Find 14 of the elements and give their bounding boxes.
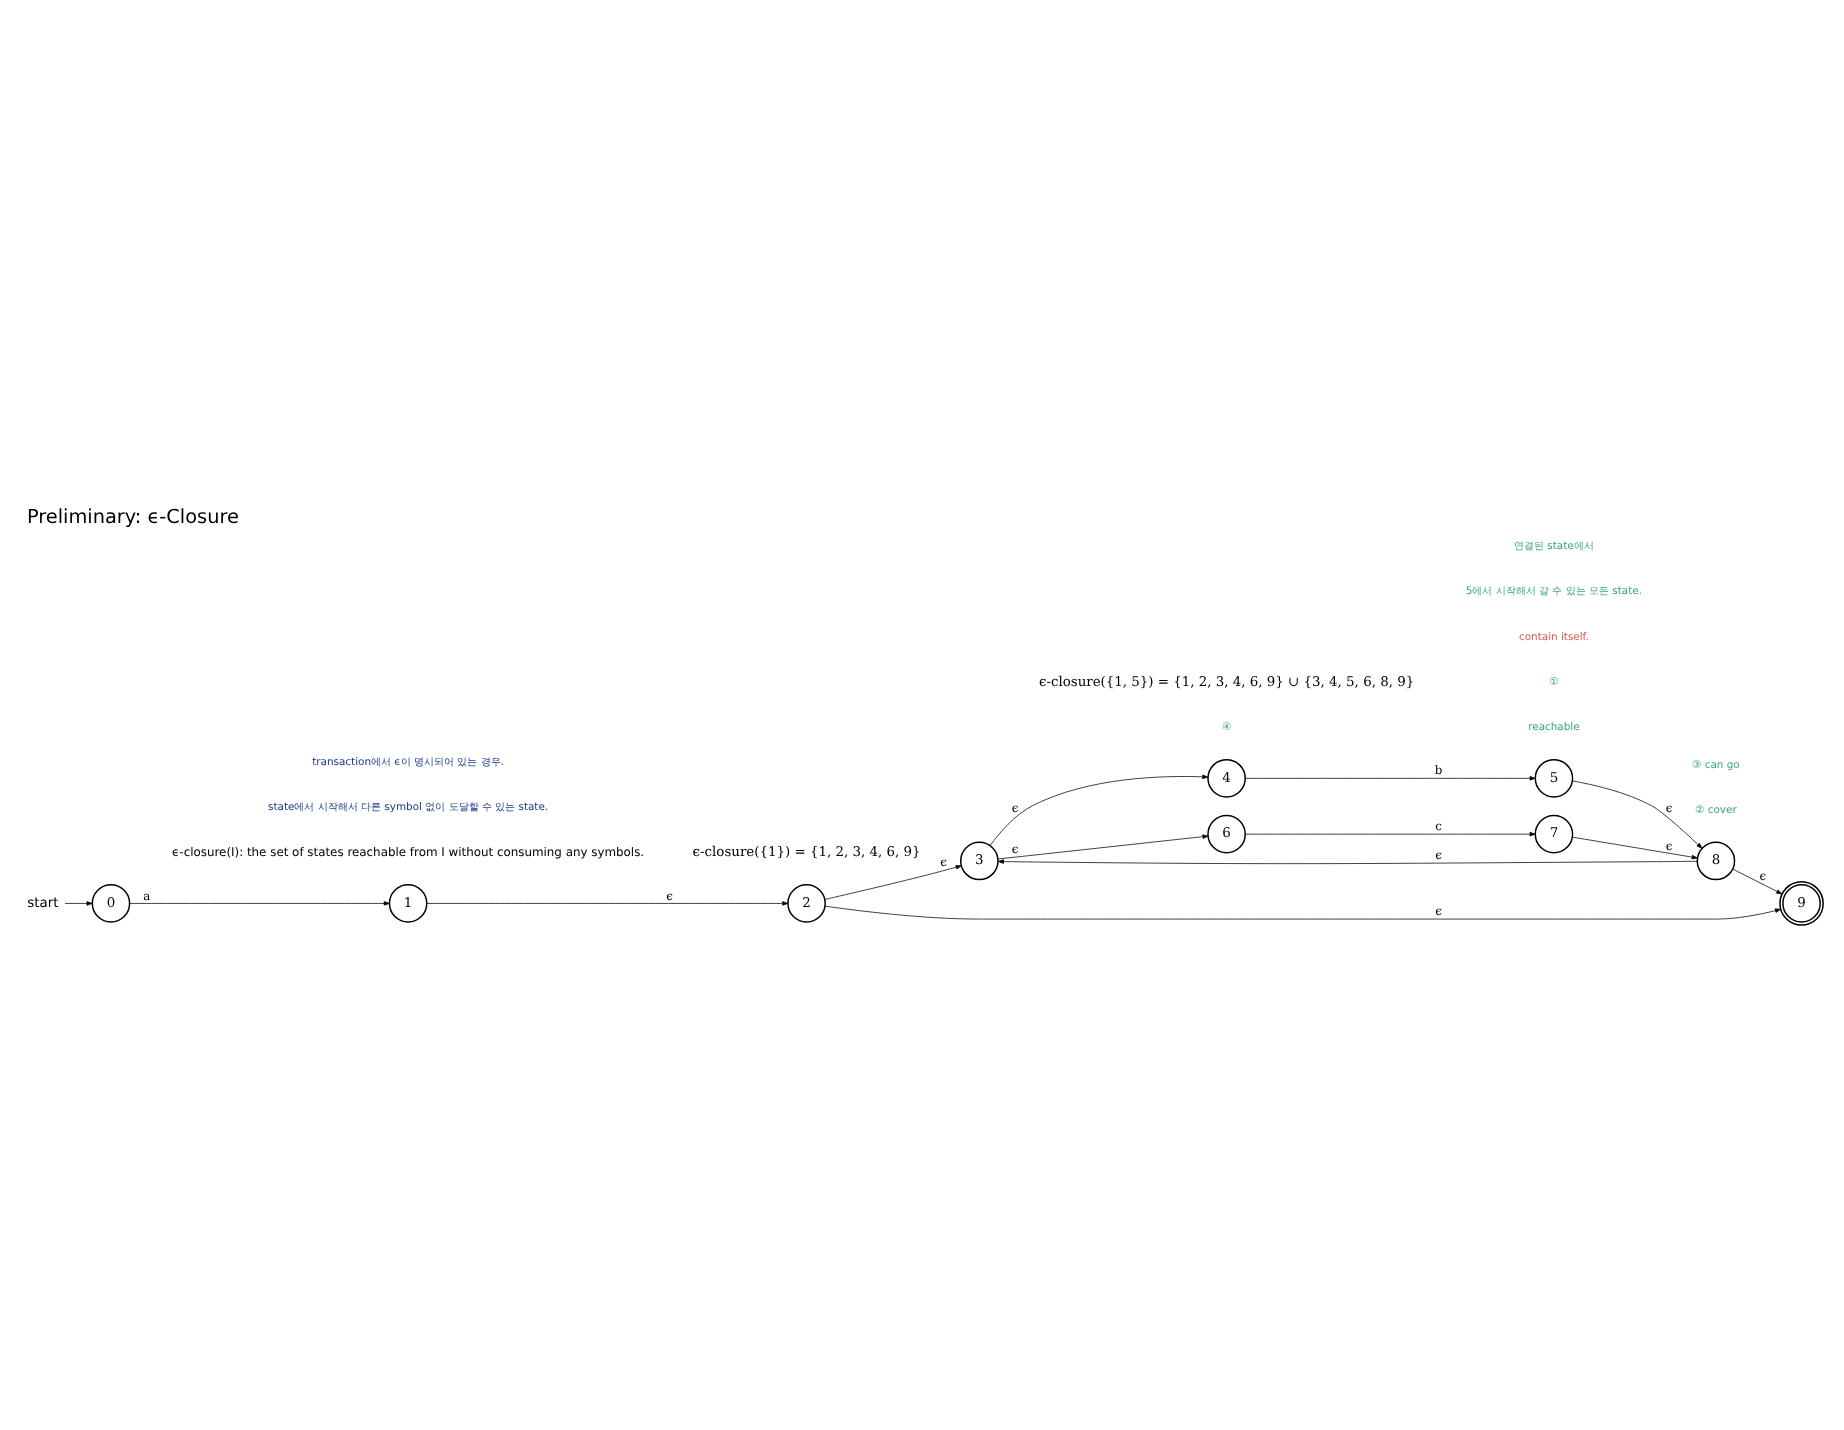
- diagram-title: Preliminary: ϵ-Closure: [26, 507, 239, 530]
- arrow: [64, 901, 93, 906]
- arrow: [129, 901, 390, 906]
- arrow: [1244, 776, 1536, 781]
- arrow: [1572, 836, 1698, 860]
- arrow: [1244, 831, 1536, 837]
- arrow: [1732, 868, 1783, 895]
- arrow: [426, 901, 789, 906]
- arrow: [1572, 780, 1703, 849]
- arrow: [989, 774, 1209, 846]
- arrow: [997, 834, 1209, 860]
- arrow: [997, 859, 1698, 865]
- arrow: [824, 865, 962, 900]
- arrow: [824, 905, 1781, 920]
